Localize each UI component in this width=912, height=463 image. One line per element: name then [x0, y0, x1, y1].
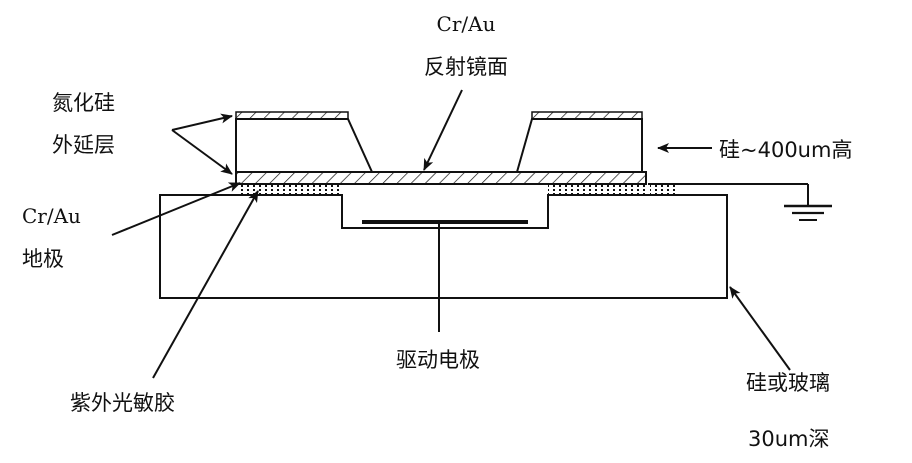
silicon-frame-right — [515, 111, 643, 173]
arrow-nitride-top — [171, 113, 233, 131]
drive-electrode — [362, 220, 528, 224]
arrow-ground — [111, 182, 241, 236]
uv-resist-layer — [238, 185, 676, 194]
arrows — [111, 89, 791, 379]
label-silicon-height: 硅~400um高 — [719, 138, 852, 162]
label-substrate: 硅或玻璃 — [746, 371, 830, 395]
arrow-mirror — [423, 89, 463, 171]
label-ground-name: 地极 — [22, 247, 64, 271]
ground-symbol-icon — [784, 204, 832, 221]
label-mirror-material: Cr/Au — [437, 12, 496, 36]
ground-line — [648, 183, 809, 206]
label-uv-resist: 紫外光敏胶 — [70, 391, 175, 415]
label-nitride-line2: 外延层 — [52, 133, 115, 157]
label-mirror-name: 反射镜面 — [424, 55, 508, 79]
label-ground-material: Cr/Au — [22, 204, 81, 228]
label-depth: 30um深 — [748, 427, 830, 451]
silicon-frame-left — [235, 111, 374, 173]
nitride-membrane — [235, 171, 647, 185]
substrate — [159, 194, 728, 299]
label-nitride-line1: 氮化硅 — [52, 91, 115, 115]
arrow-uv-resist — [152, 190, 259, 379]
arrow-nitride-bottom — [171, 129, 233, 175]
arrow-substrate — [729, 286, 791, 371]
label-drive-electrode: 驱动电极 — [396, 348, 480, 372]
